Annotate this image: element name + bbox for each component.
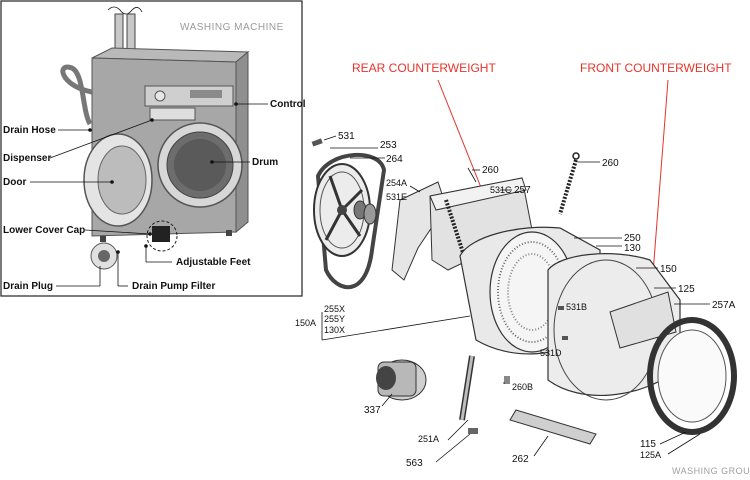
part-numbers: 531 253 264 254A 531E 260 531C 257 260 2… bbox=[295, 131, 736, 469]
motor-337 bbox=[376, 359, 427, 401]
rear-counterweight bbox=[429, 177, 533, 271]
clip-260b bbox=[504, 376, 510, 384]
part-253: 253 bbox=[380, 140, 397, 151]
part-250: 250 bbox=[624, 233, 641, 244]
part-255x: 255X bbox=[324, 304, 345, 314]
spring-260-right bbox=[558, 152, 580, 215]
bolt-531b bbox=[558, 306, 564, 310]
label-adjustable-feet: Adjustable Feet bbox=[176, 257, 251, 268]
part-264: 264 bbox=[386, 154, 403, 165]
label-drain-hose: Drain Hose bbox=[3, 125, 56, 136]
part-260-right: 260 bbox=[602, 158, 619, 169]
rear-counterweight-label: REAR COUNTERWEIGHT bbox=[352, 61, 496, 75]
part-531c: 531C bbox=[490, 185, 512, 195]
drive-belt bbox=[315, 152, 387, 290]
label-control: Control bbox=[270, 99, 306, 110]
part-125: 125 bbox=[678, 284, 695, 295]
inset-panel: WASHING MACHINE bbox=[0, 0, 306, 297]
part-150a: 150A bbox=[295, 318, 316, 328]
part-257: 257 bbox=[514, 185, 531, 196]
label-lower-cover-cap: Lower Cover Cap bbox=[3, 225, 85, 236]
label-drum: Drum bbox=[252, 157, 278, 168]
label-dispenser: Dispenser bbox=[3, 153, 51, 164]
footer-label: WASHING GROUP bbox=[672, 466, 750, 476]
counterweight-callouts: REAR COUNTERWEIGHT FRONT COUNTERWEIGHT bbox=[352, 61, 732, 313]
bolt-563 bbox=[468, 428, 478, 434]
part-260b: 260B bbox=[512, 382, 533, 392]
part-531b: 531B bbox=[566, 302, 587, 312]
door-gasket bbox=[647, 317, 737, 435]
part-115: 115 bbox=[640, 439, 656, 450]
part-531e: 531E bbox=[386, 192, 407, 202]
label-door: Door bbox=[3, 177, 26, 188]
machine-body-illustration bbox=[60, 47, 250, 270]
part-531: 531 bbox=[338, 131, 355, 142]
inset-leader-lines bbox=[30, 102, 268, 287]
part-262: 262 bbox=[512, 454, 529, 465]
shock-absorber bbox=[459, 355, 475, 421]
part-257a: 257A bbox=[712, 300, 736, 311]
part-337: 337 bbox=[364, 405, 381, 416]
part-255y: 255Y bbox=[324, 314, 345, 324]
inset-title: WASHING MACHINE bbox=[180, 22, 284, 33]
part-563: 563 bbox=[406, 458, 423, 469]
part-130: 130 bbox=[624, 243, 641, 254]
drum-pulley bbox=[313, 163, 371, 257]
part-251a: 251A bbox=[418, 434, 439, 444]
exploded-parts bbox=[311, 138, 737, 445]
part-260-left: 260 bbox=[482, 165, 499, 176]
screw-531 bbox=[311, 138, 323, 147]
label-drain-plug: Drain Plug bbox=[3, 281, 53, 292]
part-130x: 130X bbox=[324, 325, 345, 335]
part-531d: 531D bbox=[540, 348, 562, 358]
part-125a: 125A bbox=[640, 450, 661, 460]
front-counterweight bbox=[609, 291, 677, 349]
front-counterweight-label: FRONT COUNTERWEIGHT bbox=[580, 61, 732, 75]
label-drain-pump-filter: Drain Pump Filter bbox=[132, 281, 215, 292]
rail-262 bbox=[509, 409, 597, 445]
part-leader-lines bbox=[321, 135, 710, 463]
hub-bolts bbox=[353, 200, 377, 225]
part-150: 150 bbox=[660, 264, 677, 275]
bolt-531d bbox=[562, 336, 568, 340]
part-254a: 254A bbox=[386, 178, 407, 188]
